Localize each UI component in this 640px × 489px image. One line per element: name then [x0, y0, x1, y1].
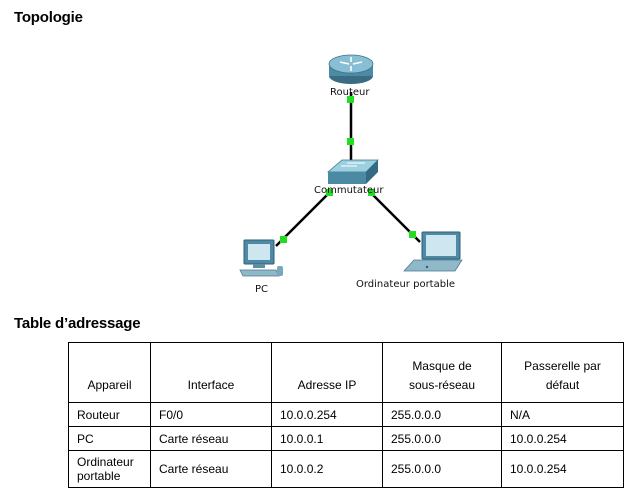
cell-ip: 10.0.0.254	[271, 402, 383, 427]
router-icon	[328, 54, 374, 84]
header-interface: Interface	[150, 342, 272, 403]
laptop-icon	[403, 231, 463, 272]
link-status-dot	[409, 231, 416, 238]
cell-mask: 255.0.0.0	[382, 402, 502, 427]
table-row: PC Carte réseau 10.0.0.1 255.0.0.0 10.0.…	[68, 426, 624, 451]
cell-interface: F0/0	[150, 402, 272, 427]
cell-gateway: N/A	[501, 402, 624, 427]
cell-device: Routeur	[68, 402, 151, 427]
cell-gateway: 10.0.0.254	[501, 450, 624, 488]
cell-mask: 255.0.0.0	[382, 450, 502, 488]
cell-interface: Carte réseau	[150, 450, 272, 488]
link-status-dot	[280, 236, 287, 243]
cell-interface: Carte réseau	[150, 426, 272, 451]
switch-label: Commutateur	[314, 185, 384, 196]
laptop-label: Ordinateur portable	[356, 279, 456, 290]
pc-icon	[239, 239, 283, 277]
link-status-dot	[368, 189, 375, 196]
router-label: Routeur	[330, 87, 370, 98]
table-row: Routeur F0/0 10.0.0.254 255.0.0.0 N/A	[68, 402, 624, 427]
link-status-dot	[326, 189, 333, 196]
cell-mask: 255.0.0.0	[382, 426, 502, 451]
cell-device: PC	[68, 426, 151, 451]
addressing-table-title: Table d’adressage	[14, 315, 141, 332]
link-status-dot	[347, 96, 354, 103]
topology-diagram: Routeur Commutateur PC Ordinateur portab…	[239, 54, 463, 295]
cell-ip: 10.0.0.2	[271, 450, 383, 488]
header-ip: Adresse IP	[271, 342, 383, 403]
pc-label: PC	[255, 284, 269, 295]
switch-icon	[326, 159, 379, 184]
topology-title: Topologie	[14, 9, 83, 26]
cell-gateway: 10.0.0.254	[501, 426, 624, 451]
header-device: Appareil	[68, 342, 151, 403]
cell-ip: 10.0.0.1	[271, 426, 383, 451]
link-status-dot	[347, 138, 354, 145]
